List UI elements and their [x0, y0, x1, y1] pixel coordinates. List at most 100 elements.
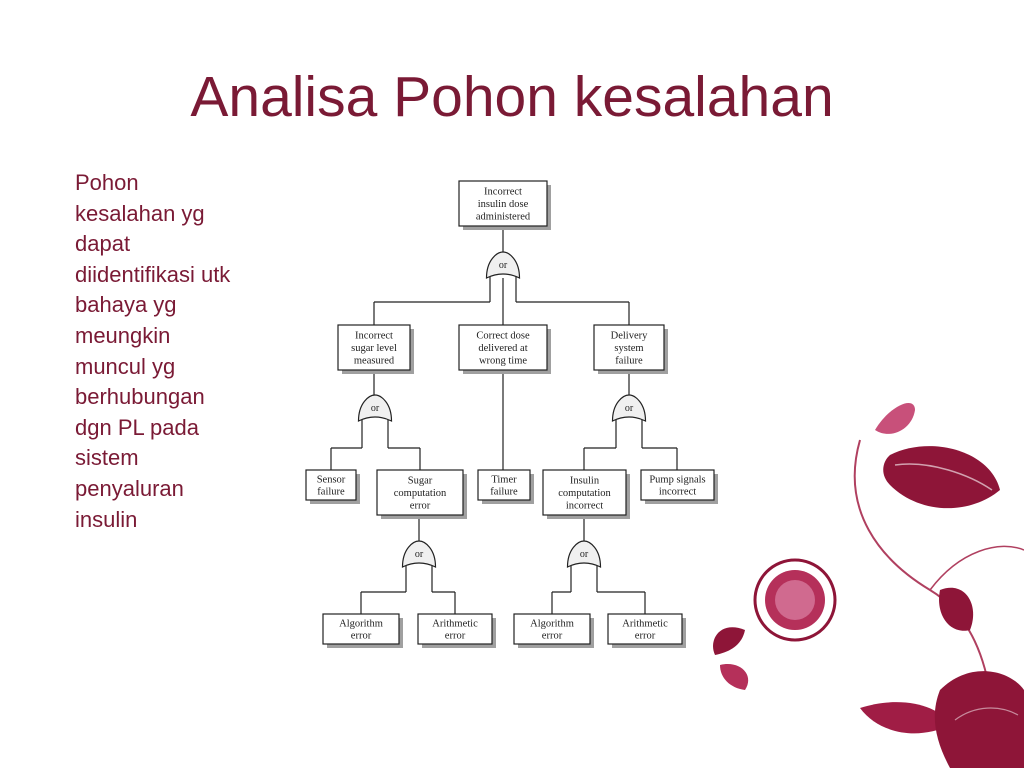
event-label: delivered at: [478, 343, 527, 354]
body-line: dapat: [75, 231, 131, 257]
decoration-petal: [875, 402, 915, 434]
gates: or or or or or: [357, 251, 647, 568]
event-box-algorithm-error-1: Algorithm error: [322, 613, 403, 648]
event-label: Delivery: [611, 331, 648, 342]
box-frame: [513, 613, 591, 645]
event-box-timer-failure: Timer failure: [477, 469, 534, 504]
body-line: sistem: [75, 445, 139, 471]
event-label: failure: [615, 355, 643, 366]
gate-top: or: [485, 251, 521, 279]
or-gate-label: or: [499, 260, 508, 271]
event-label: wrong time: [479, 355, 527, 366]
event-label: error: [351, 631, 372, 642]
event-label: error: [542, 631, 563, 642]
box-frame: [322, 613, 400, 645]
event-label: Pump signals: [649, 474, 705, 485]
or-gate-label: or: [625, 403, 634, 414]
gate-sugar: or: [357, 394, 393, 422]
box-frame: [305, 469, 357, 501]
event-label: incorrect: [659, 487, 696, 498]
box-frame: [607, 613, 683, 645]
or-gate-label: or: [371, 403, 380, 414]
event-label: sugar level: [351, 343, 397, 354]
or-gate-shape: [401, 540, 437, 568]
event-label: failure: [490, 487, 518, 498]
body-line: diidentifikasi utk: [75, 261, 231, 287]
event-label: Timer: [491, 474, 517, 485]
event-label: error: [410, 500, 431, 511]
box-frame: [458, 180, 548, 227]
box-frame: [542, 469, 627, 516]
event-label: system: [614, 343, 643, 354]
event-label: error: [445, 631, 466, 642]
decoration-leaf: [713, 627, 745, 655]
event-label: measured: [354, 355, 395, 366]
event-box-algorithm-error-2: Algorithm error: [513, 613, 594, 648]
event-label: insulin dose: [478, 199, 529, 210]
body-line: dgn PL pada: [75, 414, 199, 440]
event-label: Sensor: [317, 474, 346, 485]
event-label: Sugar: [408, 476, 433, 487]
box-frame: [458, 324, 548, 371]
body-line: bahaya yg: [75, 292, 177, 318]
box-frame: [376, 469, 464, 516]
decoration-leaf: [883, 446, 1000, 509]
box-frame: [640, 469, 715, 501]
event-label: Algorithm: [530, 618, 574, 629]
or-gate-shape: [566, 540, 602, 568]
event-label: Arithmetic: [432, 618, 478, 629]
or-gate-shape: [357, 394, 393, 422]
event-label: incorrect: [566, 500, 603, 511]
body-line: kesalahan yg: [75, 200, 205, 226]
body-text: Pohon kesalahan yg dapat diidentifikasi …: [75, 168, 275, 535]
decoration-petal: [934, 671, 1024, 768]
event-label: failure: [317, 487, 345, 498]
body-line: penyaluran: [75, 475, 184, 501]
event-label: Insulin: [570, 476, 600, 487]
connectors: [330, 226, 678, 614]
decoration-petal: [860, 702, 950, 734]
or-gate-label: or: [580, 549, 589, 560]
body-line: meungkin: [75, 322, 171, 348]
gate-sugar-computation: or: [401, 540, 437, 568]
gate-insulin-computation: or: [566, 540, 602, 568]
or-gate-label: or: [415, 549, 424, 560]
decoration-leaf: [939, 587, 974, 631]
event-box-sensor-failure: Sensor failure: [305, 469, 360, 504]
or-gate-shape: [485, 251, 521, 279]
body-line: insulin: [75, 506, 138, 532]
body-line: muncul yg: [75, 353, 176, 379]
gate-delivery: or: [611, 394, 647, 422]
box-frame: [337, 324, 411, 371]
event-label: Incorrect: [355, 331, 393, 342]
event-label: computation: [394, 488, 447, 499]
box-frame: [593, 324, 665, 371]
box-frame: [477, 469, 531, 501]
event-label: administered: [476, 211, 531, 222]
or-gate-shape: [611, 394, 647, 422]
body-line: Pohon: [75, 170, 139, 195]
event-label: Correct dose: [476, 331, 530, 342]
event-label: Algorithm: [339, 618, 383, 629]
decoration-circle-inner: [775, 580, 815, 620]
event-box-pump-signals-incorrect: Pump signals incorrect: [640, 469, 718, 504]
event-label: computation: [558, 488, 611, 499]
body-line: berhubungan: [75, 384, 205, 410]
box-frame: [417, 613, 493, 645]
floral-decoration: [713, 402, 1024, 768]
slide-title: Analisa Pohon kesalahan: [190, 65, 834, 129]
event-box-arithmetic-error-1: Arithmetic error: [417, 613, 496, 648]
event-label: error: [635, 631, 656, 642]
event-label: Incorrect: [484, 187, 522, 198]
decoration-stem: [929, 545, 1024, 591]
decoration-leaf: [720, 664, 749, 690]
